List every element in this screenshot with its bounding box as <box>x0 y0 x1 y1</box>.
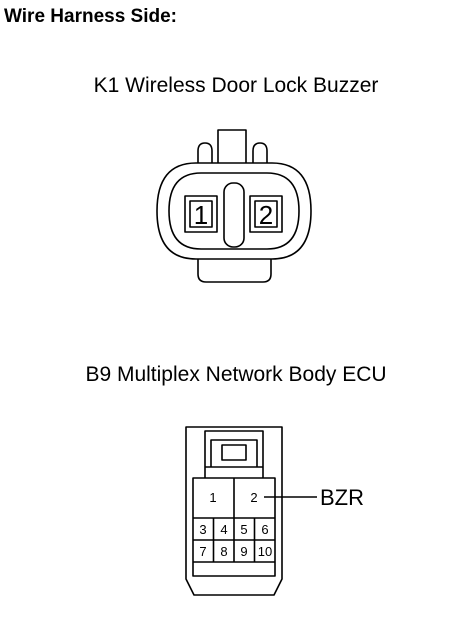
k1-inner-body <box>168 172 300 250</box>
section-title: Wire Harness Side: <box>4 6 178 27</box>
b9-pin-6-label: 6 <box>261 522 268 537</box>
b9-pin-1-label: 1 <box>209 490 216 505</box>
k1-left-latch <box>197 142 213 163</box>
connector-k1 <box>156 129 312 283</box>
k1-pin-1-label: 1 <box>194 200 208 230</box>
b9-lock-tab-inner <box>210 439 258 467</box>
b9-pin-4-label: 4 <box>220 522 227 537</box>
k1-right-latch <box>252 142 268 163</box>
k1-pin-2-cavity-inner <box>254 200 278 228</box>
connector-k1-caption: K1 Wireless Door Lock Buzzer <box>93 74 379 97</box>
connector-b9 <box>185 426 317 596</box>
k1-pin-2-cavity-outer <box>249 195 283 233</box>
k1-lock-tab <box>217 129 247 163</box>
b9-pin-3-label: 3 <box>199 522 206 537</box>
b9-lock-window <box>221 444 247 461</box>
b9-pin-10-label: 10 <box>258 544 272 559</box>
b9-pin-2-label: 2 <box>250 490 257 505</box>
k1-pin-2-label: 2 <box>259 200 273 230</box>
b9-pin-7-label: 7 <box>199 544 206 559</box>
b9-lock-tab-outer <box>204 430 264 478</box>
b9-pin-8-label: 8 <box>220 544 227 559</box>
connector-b9-caption: B9 Multiplex Network Body ECU <box>85 363 387 386</box>
b9-signal-label-bzr: BZR <box>320 485 364 510</box>
b9-pin-5-label: 5 <box>240 522 247 537</box>
k1-bottom-skirt <box>197 259 272 283</box>
k1-pin-1-cavity-outer <box>184 195 218 233</box>
b9-outer-housing <box>185 426 283 596</box>
b9-pin-9-label: 9 <box>240 544 247 559</box>
k1-pin-1-cavity-inner <box>189 200 213 228</box>
k1-center-divider <box>223 182 245 248</box>
k1-outer-body <box>156 162 312 260</box>
